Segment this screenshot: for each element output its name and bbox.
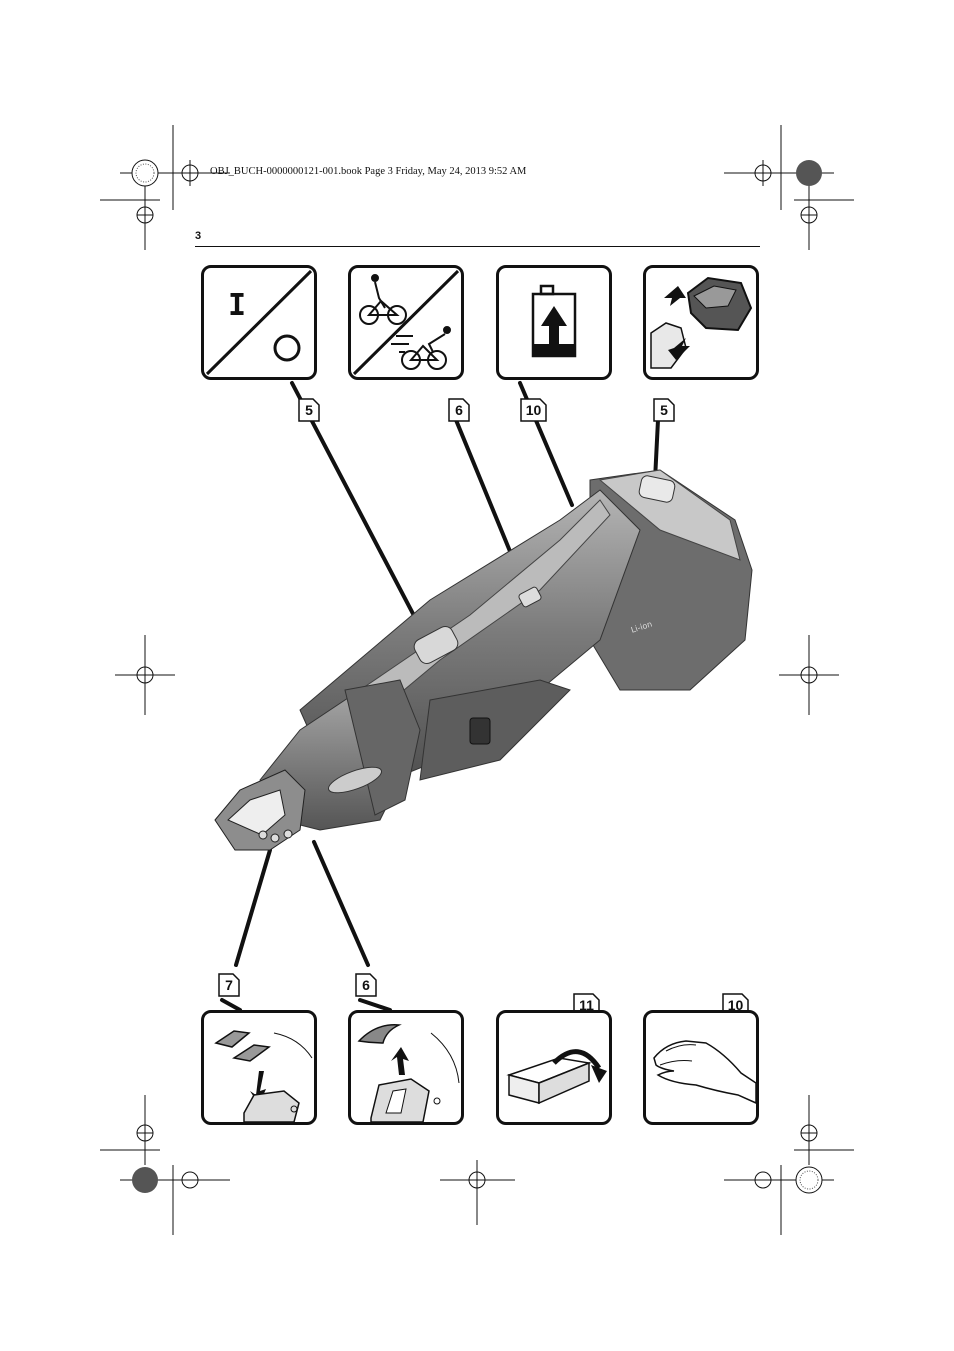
- battery-charge-icon: [531, 284, 577, 358]
- packaging-open-icon: [506, 1049, 607, 1105]
- ref-label-cutter-replace: 6: [355, 973, 377, 997]
- metal-shear-drawing: Li-ion: [214, 469, 753, 851]
- panel-speed: [348, 265, 464, 380]
- panel-battery-insert: [643, 265, 759, 380]
- panel-hand: [643, 1010, 759, 1125]
- ref-label-speed: 6: [448, 398, 470, 422]
- panel-cutter-replace: [348, 1010, 464, 1125]
- battery-insert-icon: [650, 276, 753, 369]
- ref-label-battery: 10: [520, 398, 547, 422]
- panel-blade-replace: [201, 1010, 317, 1125]
- panel-on-off: I: [201, 265, 317, 380]
- ref-label-battery-insert: 5: [653, 398, 675, 422]
- on-symbol: I: [228, 288, 247, 323]
- book-header-line: OBJ_BUCH-0000000121-001.book Page 3 Frid…: [210, 166, 527, 177]
- on-off-switch-icon: [205, 269, 313, 376]
- page-number: 3: [195, 230, 202, 242]
- cyclist-speed-icon: [352, 269, 460, 376]
- hand-icon: [653, 1040, 756, 1104]
- ref-label-blade-replace: 7: [218, 973, 240, 997]
- blade-replace-icon: [214, 1030, 313, 1122]
- ref-label-on-off: 5: [298, 398, 320, 422]
- panel-packaging: [496, 1010, 612, 1125]
- cutter-replace-icon: [357, 1024, 460, 1122]
- header-rule: [195, 246, 760, 247]
- panel-battery: [496, 265, 612, 380]
